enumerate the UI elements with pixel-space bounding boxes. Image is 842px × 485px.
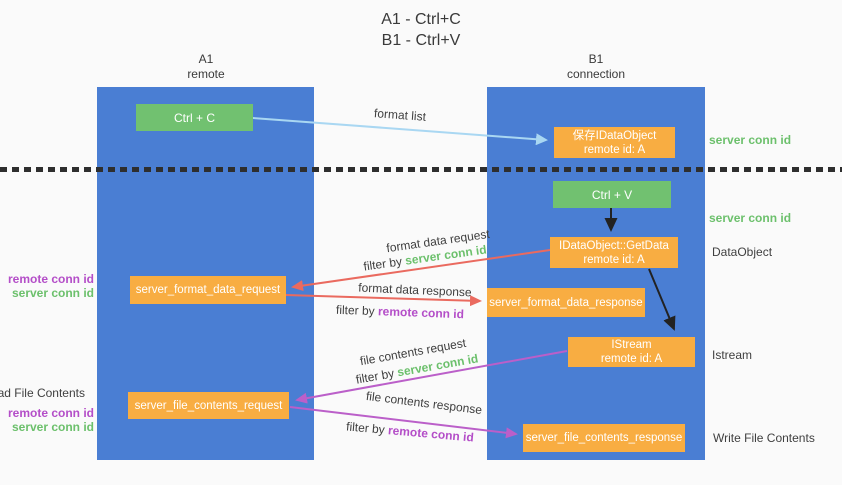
label-format-data-response: format data response	[358, 280, 472, 300]
ctrl-v-label: Ctrl + V	[591, 187, 633, 202]
label-dataobject: DataObject	[712, 245, 773, 259]
title-line-b1: B1 - Ctrl+V	[381, 32, 461, 49]
label-format-list: format list	[373, 106, 427, 124]
istream-line2: remote id: A	[600, 353, 663, 365]
server-file-contents-response-label: server_file_contents_response	[525, 432, 683, 444]
label-write-file-contents: Write File Contents	[713, 431, 815, 445]
filter-prefix: filter by	[345, 419, 389, 438]
lane-a1-name: A1	[198, 52, 214, 66]
lane-header-b1: B1 connection	[536, 52, 656, 82]
node-server-format-data-response: server_format_data_response	[487, 288, 645, 317]
getdata-line2: remote id: A	[583, 253, 645, 266]
label-file-contents-response: file contents response	[365, 388, 483, 418]
save-idataobject-line1: 保存IDataObject	[572, 129, 657, 142]
label-server-conn-id-right-mid: server conn id	[709, 211, 792, 225]
filter-remote-conn-id: remote conn id	[377, 304, 465, 322]
label-format-data-response-filter: filter by remote conn id	[336, 303, 464, 321]
save-idataobject-line2: remote id: A	[583, 143, 646, 156]
filter-prefix: filter by	[335, 302, 379, 319]
lane-header-a1: A1 remote	[146, 52, 266, 82]
node-save-idataobject: 保存IDataObject remote id: A	[554, 127, 675, 158]
lane-b1-name: B1	[588, 52, 604, 66]
ctrl-c-label: Ctrl + C	[173, 110, 215, 125]
filter-prefix: filter by	[362, 253, 407, 274]
node-server-format-data-request: server_format_data_request	[130, 276, 286, 304]
node-ctrl-c: Ctrl + C	[136, 104, 253, 131]
node-idataobject-getdata: IDataObject::GetData remote id: A	[550, 237, 678, 268]
machine-separator-dotted-line	[0, 167, 842, 172]
server-format-data-response-label: server_format_data_response	[489, 296, 643, 309]
label-server-conn-id-right-top: server conn id	[709, 133, 792, 147]
lane-b1-subtitle: connection	[566, 67, 626, 81]
label-istream-side: Istream	[712, 348, 753, 362]
filter-remote-conn-id: remote conn id	[387, 423, 475, 445]
getdata-line1: IDataObject::GetData	[559, 239, 669, 252]
server-format-data-request-label: server_format_data_request	[135, 284, 281, 296]
node-server-file-contents-response: server_file_contents_response	[523, 424, 685, 452]
label-read-file-contents: Read File Contents	[0, 386, 85, 400]
node-server-file-contents-request: server_file_contents_request	[128, 392, 289, 419]
node-istream: IStream remote id: A	[568, 337, 695, 367]
istream-line1: IStream	[611, 339, 652, 351]
title-line-a1: A1 - Ctrl+C	[381, 11, 461, 28]
label-remote-conn-id-left-bottom: remote conn id	[7, 406, 94, 420]
label-file-contents-response-filter: filter by remote conn id	[346, 419, 475, 444]
label-server-conn-id-left-top: server conn id	[11, 286, 94, 300]
node-ctrl-v: Ctrl + V	[553, 181, 671, 208]
label-server-conn-id-left-bottom: server conn id	[11, 420, 94, 434]
filter-prefix: filter by	[354, 365, 399, 387]
diagram-title: A1 - Ctrl+C B1 - Ctrl+V	[0, 9, 842, 51]
server-file-contents-request-label: server_file_contents_request	[134, 399, 283, 412]
label-remote-conn-id-left-top: remote conn id	[7, 272, 94, 286]
lane-a1-subtitle: remote	[187, 67, 225, 81]
